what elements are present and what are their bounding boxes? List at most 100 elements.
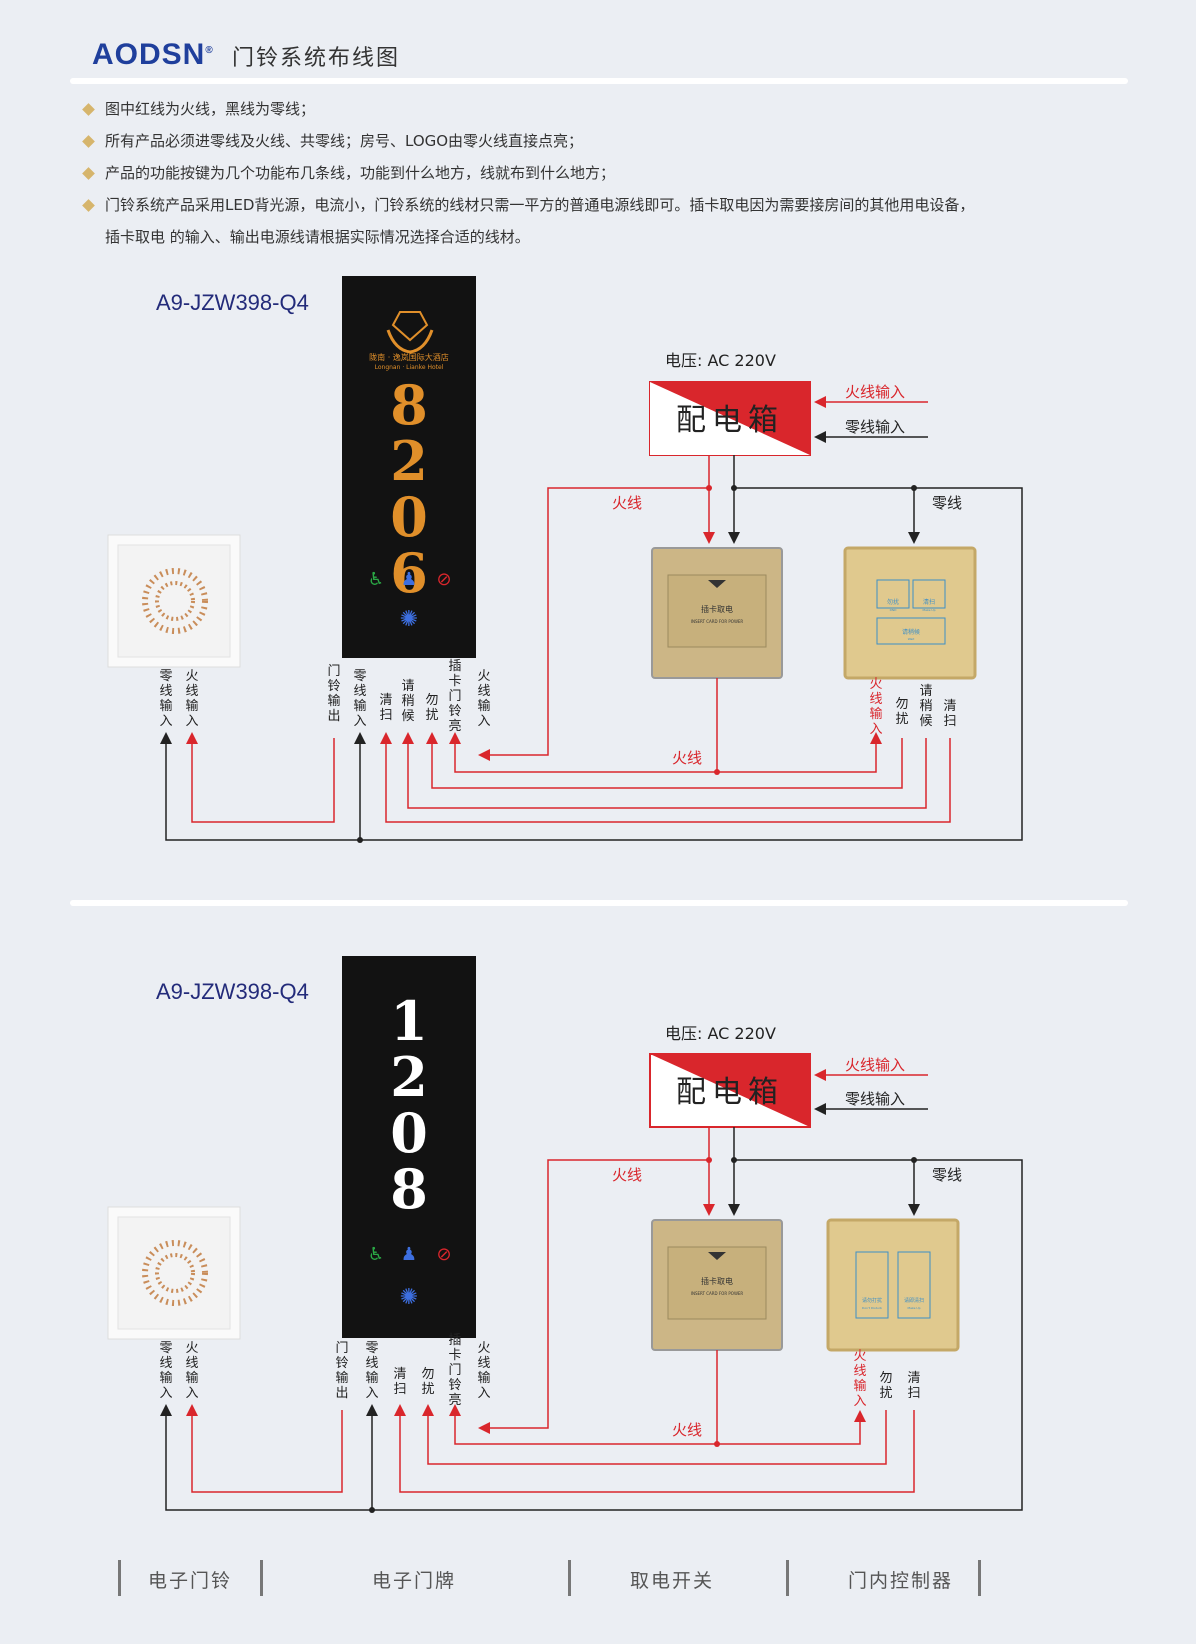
room-digit: 0 (390, 1101, 428, 1165)
terminal-label-char: 卡 (448, 674, 461, 689)
terminal-label-char: 输 (477, 698, 490, 714)
terminal-label-char: 门 (327, 664, 340, 679)
terminal-label-char: 入 (365, 1386, 378, 1401)
svg-text:清扫: 清扫 (923, 598, 935, 606)
room-digit: 2 (390, 429, 428, 493)
terminal-label-char: 入 (353, 714, 366, 729)
bell-icon: ✺ (400, 607, 418, 632)
terminal-label-char: 线 (159, 684, 172, 699)
divider (70, 78, 1128, 84)
model-label: A9-JZW398-Q4 (156, 979, 309, 1004)
terminal-label-char: 火 (185, 669, 198, 684)
wait-icon: ♟ (401, 569, 417, 590)
footer-separator (978, 1560, 981, 1596)
terminal-label-char: 扫 (393, 1382, 406, 1397)
terminal-label-char: 扫 (379, 708, 392, 723)
terminal-label-char: 火 (853, 1349, 866, 1364)
footer-separator (260, 1560, 263, 1596)
terminal-label-char: 入 (853, 1394, 866, 1409)
terminal-label-char: 火 (477, 1341, 490, 1356)
neutral-input-label: 零线输入 (845, 418, 905, 436)
wait-icon: ♟ (401, 1244, 417, 1265)
model-label: A9-JZW398-Q4 (156, 290, 309, 315)
terminal-label-char: 线 (869, 692, 882, 707)
terminal-label-char: 铃 (448, 1378, 461, 1393)
terminal-label-char: 门 (448, 689, 461, 704)
terminal-label-char: 输 (159, 698, 172, 714)
terminal-label-char: 线 (853, 1364, 866, 1379)
terminal-label-char: 扫 (907, 1386, 920, 1401)
terminal-label-char: 火 (185, 1341, 198, 1356)
hotel-name-en: Longnan · Lianke Hotel (375, 364, 444, 371)
speaker-icon (142, 568, 208, 634)
terminal-label-char: 入 (869, 722, 882, 737)
terminal-label-char: 输 (185, 1370, 198, 1386)
terminal-label-char: 输 (869, 706, 882, 722)
bell-icon: ✺ (400, 1285, 418, 1310)
room-digit: 1 (390, 989, 428, 1053)
voltage-label: 电压: AC 220V (665, 1024, 776, 1043)
terminal-label-char: 插 (448, 1333, 461, 1348)
terminal-label-char: 入 (185, 714, 198, 729)
terminal-label-char: 稍 (919, 699, 932, 714)
distribution-box-label: 配电箱 (676, 1075, 784, 1110)
hotel-logo-icon (386, 311, 434, 354)
terminal-label-char: 零 (353, 669, 366, 684)
note-3: 产品的功能按键为几个功能布几条线，功能到什么地方，线就布到什么地方； (82, 162, 615, 183)
footer-label-doorplate: 电子门牌 (372, 1570, 457, 1592)
room-digit: 6 (390, 541, 428, 605)
terminal-label-char: 扫 (943, 714, 956, 729)
terminal-label-char: 亮 (448, 1392, 461, 1408)
terminal-label-char: 勿 (895, 697, 908, 712)
footer-separator (118, 1560, 121, 1596)
terminal-label-char: 出 (335, 1386, 348, 1401)
footer-label-doorbell: 电子门铃 (148, 1570, 233, 1592)
terminal-label-char: 线 (477, 1356, 490, 1371)
make-up-icon: ♿ (368, 1244, 384, 1265)
terminal-label-char: 候 (401, 709, 414, 724)
voltage-label: 电压: AC 220V (665, 351, 776, 370)
brand-logo: AODSN® (92, 38, 214, 71)
speaker-icon (142, 1240, 208, 1306)
live-input-label: 火线输入 (845, 383, 905, 401)
page-title: 门铃系统布线图 (232, 46, 401, 71)
terminal-label-char: 入 (159, 714, 172, 729)
svg-text:Make Up: Make Up (908, 1306, 921, 1310)
footer-label-card-switch: 取电开关 (630, 1570, 715, 1592)
note-2: 所有产品必须进零线及火线、共零线；房号、LOGO由零火线直接点亮； (82, 130, 583, 151)
terminal-label-char: 输 (159, 1370, 172, 1386)
distribution-box-label: 配电箱 (676, 403, 784, 438)
terminal-label-char: 门 (448, 1363, 461, 1378)
card-switch-label: 插卡取电 (701, 604, 733, 614)
room-digit: 0 (390, 485, 428, 549)
note-5: 插卡取电 的输入、输出电源线请根据实际情况选择合适的线材。 (105, 228, 530, 246)
room-digit: 8 (390, 373, 428, 437)
terminal-label-char: 入 (159, 1386, 172, 1401)
neutral-wire-label: 零线 (932, 1166, 962, 1184)
terminal-label-char: 输 (853, 1378, 866, 1394)
terminal-label-char: 勿 (421, 1367, 434, 1382)
terminal-label-char: 清 (907, 1371, 920, 1386)
terminal-label-char: 入 (477, 1386, 490, 1401)
terminal-label-char: 请 (919, 684, 932, 699)
terminal-label-char: 勿 (879, 1371, 892, 1386)
terminal-label-char: 输 (327, 693, 340, 709)
footer-separator (568, 1560, 571, 1596)
card-switch-label-en: INSERT CARD FOR POWER (691, 619, 744, 624)
card-switch-label-en: INSERT CARD FOR POWER (691, 1291, 744, 1296)
terminal-label-char: 输 (365, 1370, 378, 1386)
terminal-label-char: 扰 (879, 1386, 892, 1401)
note-1: 图中红线为火线，黑线为零线； (82, 98, 315, 119)
make-up-icon: ♿ (368, 569, 384, 590)
live-wire-label: 火线 (672, 749, 702, 767)
terminal-label-char: 入 (477, 714, 490, 729)
svg-text:勿扰: 勿扰 (887, 598, 899, 606)
room-digit: 2 (390, 1045, 428, 1109)
neutral-input-label: 零线输入 (845, 1090, 905, 1108)
terminal-label-char: 亮 (448, 718, 461, 734)
terminal-label-char: 出 (327, 709, 340, 724)
terminal-label-char: 铃 (335, 1356, 348, 1371)
